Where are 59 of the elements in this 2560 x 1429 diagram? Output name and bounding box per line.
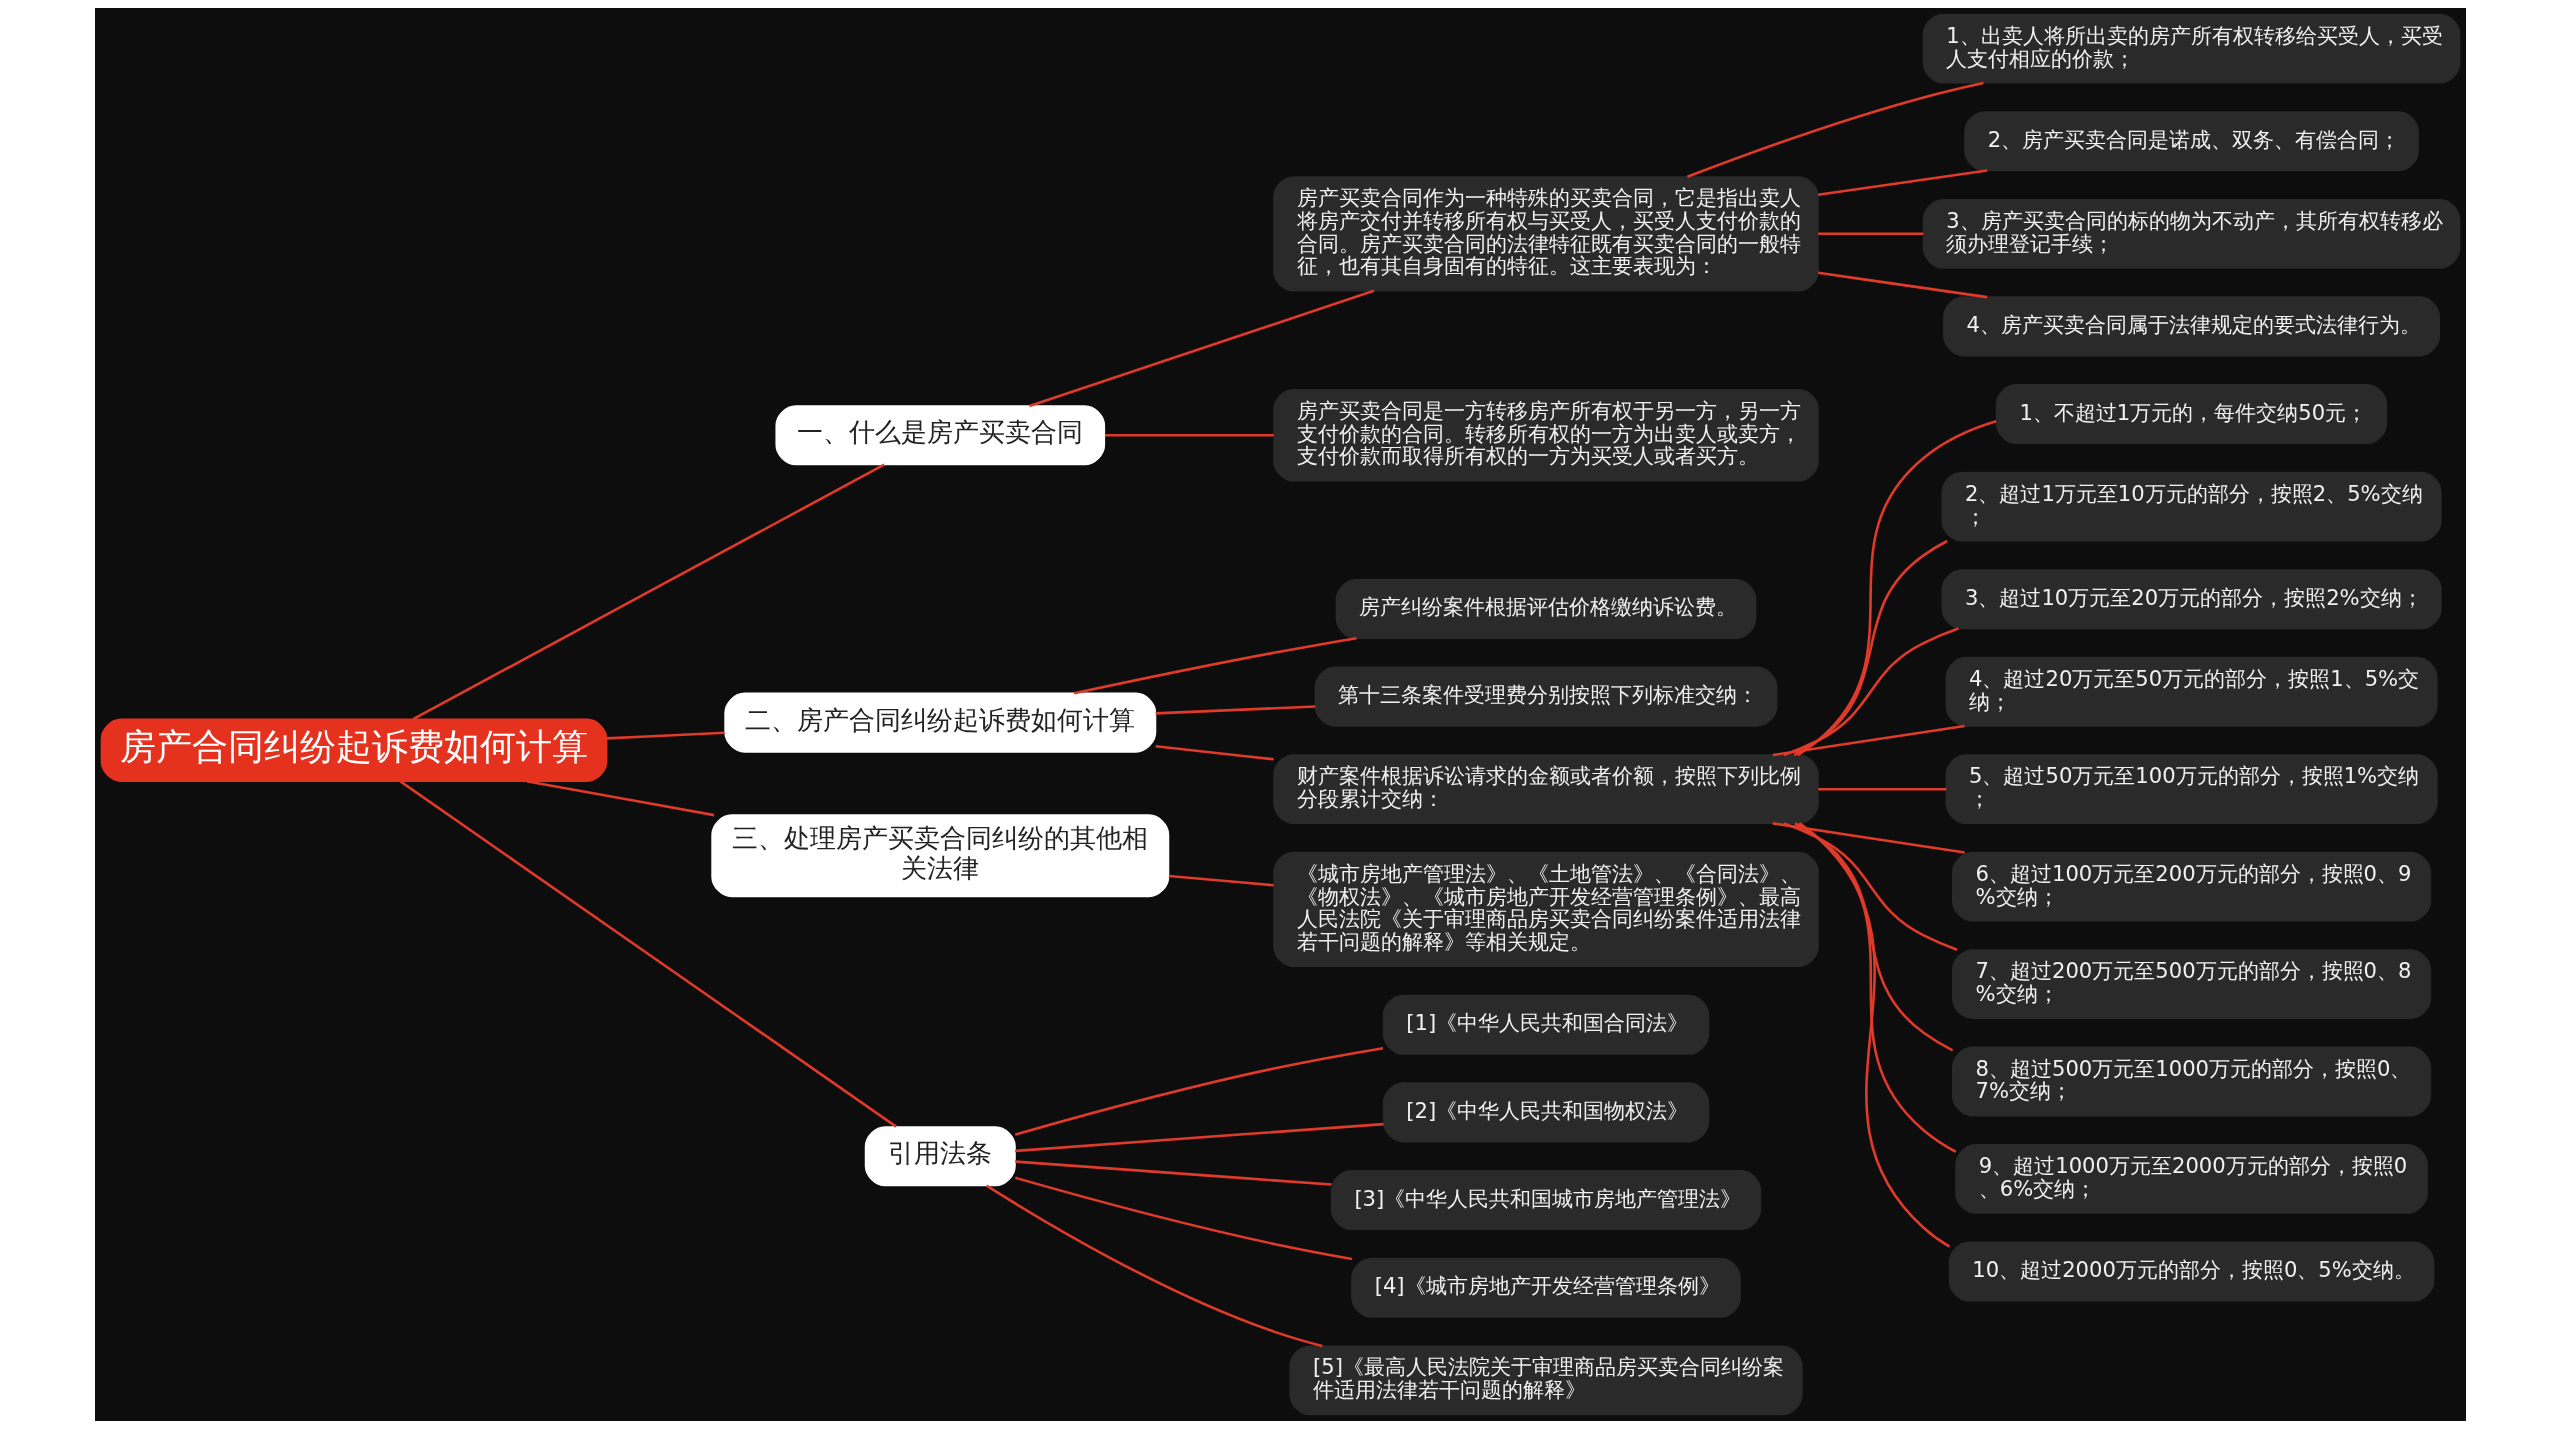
connector xyxy=(1028,289,1374,408)
node-box: 8、超过500万元至1000万元的部分，按照0、7%交纳； xyxy=(1951,1046,2431,1117)
connector xyxy=(1793,822,1953,1052)
connector xyxy=(1155,705,1315,715)
connector xyxy=(1014,1046,1383,1136)
connector xyxy=(1686,81,1984,178)
connector xyxy=(1817,169,1987,197)
connector xyxy=(1154,744,1274,761)
node-box: [3]《中华人民共和国城市房地产管理法》 xyxy=(1330,1170,1761,1231)
node-box: 房产买卖合同是一方转移房产所有权于另一方，另一方支付价款的合同。转移所有权的一方为出卖人或卖方，支付价款而取得所有权的一方为买受人或者买方。 xyxy=(1272,388,1819,482)
connector xyxy=(1798,822,1950,1248)
node-box: 3、超过10万元至20万元的部分，按照2%交纳； xyxy=(1940,569,2442,630)
node-box: 房产买卖合同作为一种特殊的买卖合同，它是指出卖人将房产交付并转移所有权与买受人，买受人支付价款的合同。房产买卖合同的法律特征既有买卖合同的一般特征，也有其自身固有的特征。这主要表现为： xyxy=(1272,176,1819,292)
connector xyxy=(1783,822,1958,951)
connector xyxy=(1772,724,1965,757)
node-box: 三、处理房产买卖合同纠纷的其他相关法律 xyxy=(710,814,1169,898)
node-box: [4]《城市房地产开发经营管理条例》 xyxy=(1350,1257,1741,1318)
connector xyxy=(1073,636,1357,695)
connector xyxy=(606,731,725,740)
node-box: 4、超过20万元至50万元的部分，按照1、5%交纳； xyxy=(1945,656,2438,727)
connector xyxy=(1014,1122,1384,1153)
node-box: 1、不超过1万元的，每件交纳50元； xyxy=(1995,384,2387,445)
connector xyxy=(1014,1176,1352,1261)
node-box: 3、房产买卖合同的标的物为不动产，其所有权转移必须办理登记手续； xyxy=(1922,198,2460,269)
node-box: 6、超过100万元至200万元的部分，按照0、9%交纳； xyxy=(1951,851,2431,922)
node-box: 房产纠纷案件根据评估价格缴纳诉讼费。 xyxy=(1335,578,1756,639)
node-box: 4、房产买卖合同属于法律规定的要式法律行为。 xyxy=(1942,296,2440,357)
connector xyxy=(1104,433,1274,437)
connector xyxy=(1817,787,1946,791)
node-box: 9、超过1000万元至2000万元的部分，按照0、6%交纳； xyxy=(1954,1144,2428,1214)
node-box: 一、什么是房产买卖合同 xyxy=(774,405,1105,466)
connector xyxy=(1783,627,1959,757)
connector xyxy=(985,1184,1323,1348)
connector xyxy=(1772,822,1965,854)
node-box: 第十三条案件受理费分别按照下列标准交纳： xyxy=(1314,666,1777,727)
connector xyxy=(525,779,714,817)
node-box: 1、出卖人将所出卖的房产所有权转移给买受人，买受人支付相应的价款； xyxy=(1922,13,2460,84)
connector xyxy=(1793,539,1948,757)
connector xyxy=(1168,874,1274,887)
connector xyxy=(1817,232,1923,236)
node-box: [2]《中华人民共和国物权法》 xyxy=(1382,1082,1709,1143)
connector xyxy=(1014,1160,1331,1186)
connector xyxy=(1797,822,1956,1153)
node-box: 5、超过50万元至100万元的部分，按照1%交纳； xyxy=(1945,754,2438,825)
node-box: 房产合同纠纷起诉费如何计算 xyxy=(100,718,607,782)
connector xyxy=(412,463,885,721)
node-box: 财产案件根据诉讼请求的金额或者价额，按照下列比例分段累计交纳： xyxy=(1272,754,1819,825)
node-box: 《城市房地产管理法》、《土地管法》、《合同法》、《物权法》、《城市房地产开发经营管理条例》、最高人民法院《关于审理商品房买卖合同纠纷案件适用法律若干问题的解释》等相关规定。 xyxy=(1272,851,1819,968)
node-box: 10、超过2000万元的部分，按照0、5%交纳。 xyxy=(1948,1241,2434,1302)
node-box: [1]《中华人民共和国合同法》 xyxy=(1382,994,1709,1055)
node-box: 二、房产合同纠纷起诉费如何计算 xyxy=(723,692,1156,753)
node-box: 2、房产买卖合同是诺成、双务、有偿合同； xyxy=(1963,111,2419,172)
node-box: 7、超过200万元至500万元的部分，按照0、8%交纳； xyxy=(1951,949,2431,1019)
node-box: 2、超过1万元至10万元的部分，按照2、5%交纳； xyxy=(1940,471,2442,542)
connector xyxy=(1817,271,1987,299)
node-box: [5]《最高人民法院关于审理商品房买卖合同纠纷案件适用法律若干问题的解释》 xyxy=(1288,1345,1803,1416)
connector xyxy=(399,780,897,1128)
node-box: 引用法条 xyxy=(864,1126,1016,1187)
connector xyxy=(1796,419,1996,757)
